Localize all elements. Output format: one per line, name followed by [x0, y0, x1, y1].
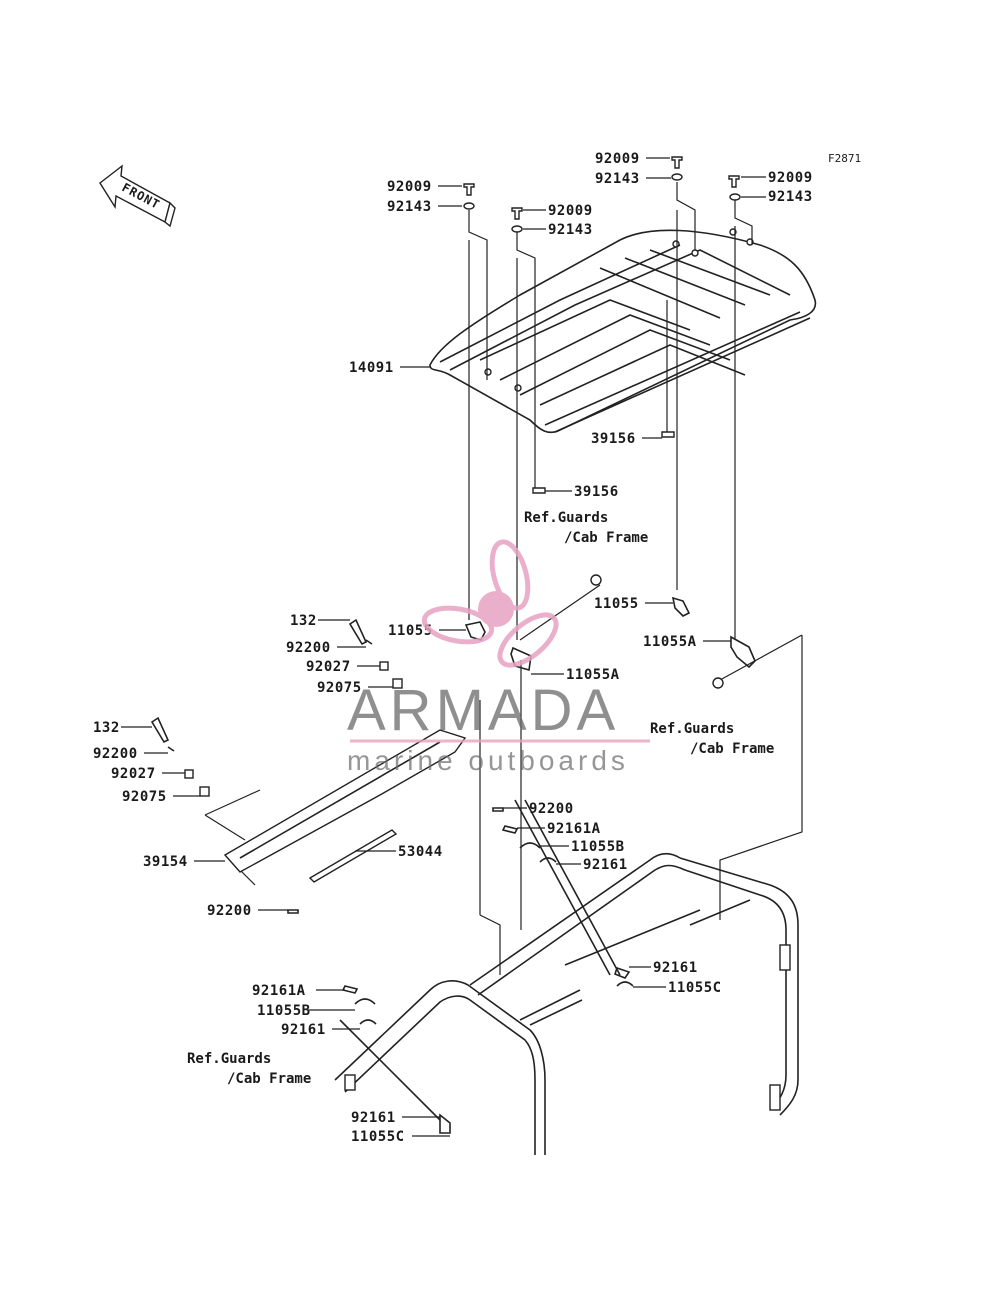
ref-note-line2: /Cab Frame	[690, 741, 774, 757]
callout: 39156	[591, 431, 636, 447]
callout: 92009	[768, 170, 813, 186]
watermark-brand: ARMADA	[347, 678, 619, 743]
callout: 92200	[529, 801, 574, 817]
watermark-tagline: marine outboards	[347, 745, 629, 776]
ref-note-line2: /Cab Frame	[564, 530, 648, 546]
seal-53044	[308, 829, 398, 883]
callout: 92009	[595, 151, 640, 167]
callout-labels: 92009 92143 92009 92143 92009 92143 9200…	[93, 151, 813, 1145]
callout: 11055C	[351, 1129, 405, 1145]
figure-code: F2871	[828, 152, 861, 165]
callout: 92200	[286, 640, 331, 656]
reference-notes: Ref.Guards /Cab Frame Ref.Guards /Cab Fr…	[187, 510, 774, 1087]
callout: 92027	[111, 766, 156, 782]
callout: 92200	[93, 746, 138, 762]
leader-lines	[204, 182, 803, 975]
callout: 92143	[768, 189, 813, 205]
callout: 92009	[548, 203, 593, 219]
ref-note-line2: /Cab Frame	[227, 1071, 311, 1087]
callout: 92200	[207, 903, 252, 919]
ref-note-line1: Ref.Guards	[650, 721, 734, 737]
strap-39156-b	[661, 431, 675, 438]
watermark: ARMADA marine outboards	[347, 539, 650, 776]
strap-39156-a	[532, 487, 546, 494]
bolt-washer-set	[463, 156, 741, 233]
callout: 39156	[574, 484, 619, 500]
clamp-11055	[464, 574, 756, 689]
propeller-logo-icon	[421, 539, 559, 668]
callout: 92027	[306, 659, 351, 675]
callout: 92075	[317, 680, 362, 696]
clip-set	[287, 807, 634, 1025]
callout: 92143	[595, 171, 640, 187]
callout: 92075	[122, 789, 167, 805]
callout: 92161	[281, 1022, 326, 1038]
callout: 11055A	[566, 667, 620, 683]
fastener-stack-lower	[150, 716, 210, 797]
callout: 92161	[351, 1110, 396, 1126]
callout: 53044	[398, 844, 443, 860]
callout: 132	[93, 720, 120, 736]
callout: 39154	[143, 854, 188, 870]
callout: 92143	[548, 222, 593, 238]
callout: 92143	[387, 199, 432, 215]
callout: 11055B	[257, 1003, 311, 1019]
callout: 14091	[349, 360, 394, 376]
ref-note-line1: Ref.Guards	[187, 1051, 271, 1067]
ref-note-line1: Ref.Guards	[524, 510, 608, 526]
callout: 132	[290, 613, 317, 629]
callout: 11055	[594, 596, 639, 612]
grab-bar-39154	[223, 729, 467, 873]
front-arrow-icon: FRONT	[99, 164, 176, 228]
callout: 11055B	[571, 839, 625, 855]
roof-panel	[429, 228, 817, 434]
callout: 92161	[583, 857, 628, 873]
callout: 11055A	[643, 634, 697, 650]
cab-frame	[334, 799, 799, 1155]
callout: 11055	[388, 623, 433, 639]
callout: 92161A	[547, 821, 601, 837]
callout: 92009	[387, 179, 432, 195]
callout: 11055C	[668, 980, 722, 996]
callout: 92161	[653, 960, 698, 976]
callout: 92161A	[252, 983, 306, 999]
fastener-stack-upper	[348, 618, 403, 689]
